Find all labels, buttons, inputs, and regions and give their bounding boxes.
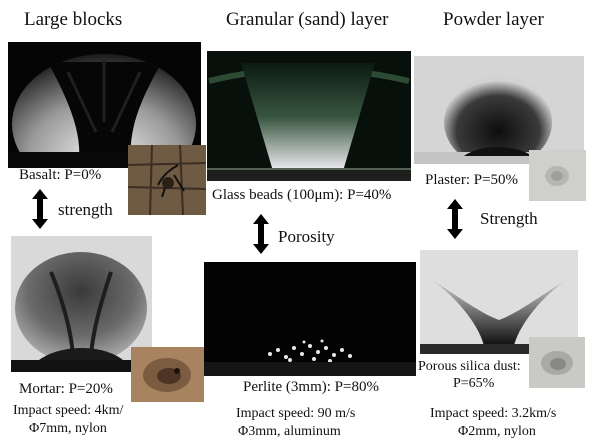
impact-speed-col2: Impact speed: 90 m/s bbox=[236, 406, 356, 421]
double-arrow-icon bbox=[253, 214, 269, 254]
silica-dust-ejecta-photo bbox=[420, 250, 578, 354]
silica-dust-porosity: P=65% bbox=[453, 376, 495, 391]
plaster-caption: Plaster: P=50% bbox=[425, 172, 519, 188]
basalt-caption: Basalt: P=0% bbox=[19, 167, 102, 183]
mortar-ejecta-photo bbox=[11, 236, 152, 372]
impact-speed-col1: Impact speed: 4km/ bbox=[13, 403, 124, 418]
header-large-blocks: Large blocks bbox=[24, 9, 123, 30]
double-arrow-icon bbox=[32, 189, 48, 229]
projectile-col1: Φ7mm, nylon bbox=[29, 421, 107, 436]
header-granular-layer: Granular (sand) layer bbox=[226, 9, 389, 30]
projectile-col2: Φ3mm, aluminum bbox=[238, 424, 341, 439]
glass-beads-caption: Glass beads (100μm): P=40% bbox=[212, 187, 392, 203]
projectile-col3: Φ2mm, nylon bbox=[458, 424, 536, 439]
silica-dust-crater-inset bbox=[529, 337, 585, 388]
header-powder-layer: Powder layer bbox=[443, 9, 544, 30]
plaster-ejecta-photo bbox=[414, 56, 584, 164]
strength-label-left: strength bbox=[58, 200, 113, 219]
impact-speed-col3: Impact speed: 3.2km/s bbox=[430, 406, 557, 421]
perlite-caption: Perlite (3mm): P=80% bbox=[243, 379, 379, 395]
strength-label-right: Strength bbox=[480, 209, 538, 228]
mortar-crater-inset bbox=[131, 347, 204, 402]
glass-beads-ejecta-photo bbox=[207, 51, 411, 181]
double-arrow-icon bbox=[447, 199, 463, 239]
silica-dust-caption: Porous silica dust: bbox=[418, 359, 521, 374]
porosity-label: Porosity bbox=[278, 227, 335, 246]
basalt-crater-inset bbox=[128, 145, 206, 215]
mortar-caption: Mortar: P=20% bbox=[19, 381, 113, 397]
plaster-crater-inset bbox=[529, 150, 586, 201]
perlite-ejecta-photo bbox=[204, 262, 416, 376]
